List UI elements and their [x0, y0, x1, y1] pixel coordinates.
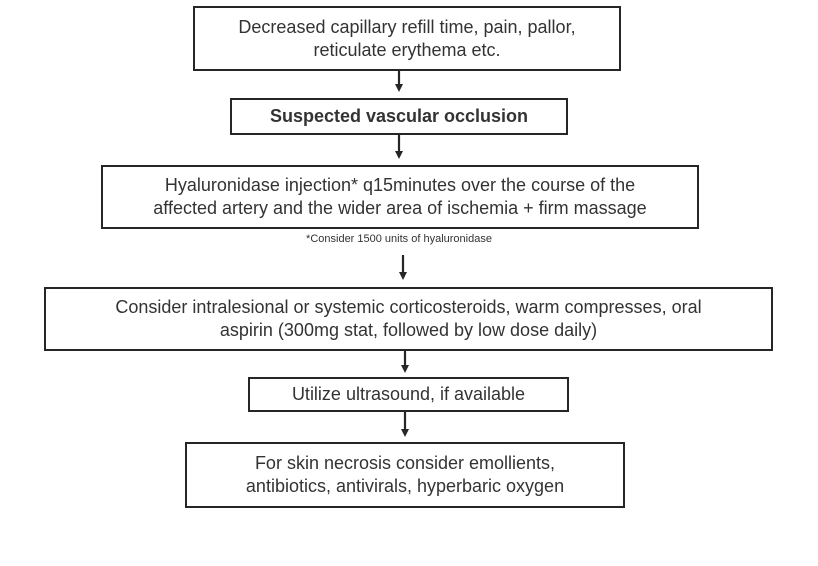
step-corticosteroids-line-1: Consider intralesional or systemic corti… [115, 297, 702, 317]
step-symptoms-line-2: reticulate erythema etc. [313, 39, 501, 60]
step-necrosis-box: For skin necrosis consider emollients, a… [185, 442, 625, 508]
step-necrosis-line-1: For skin necrosis consider emollients, [254, 453, 556, 473]
step-symptoms-box: Decreased capillary refill time, pain, p… [193, 6, 621, 71]
hyaluronidase-footnote: *Consider 1500 units of hyaluronidase [306, 233, 492, 245]
step-occlusion-box: Suspected vascular occlusion [230, 98, 568, 135]
step-corticosteroids-box: Consider intralesional or systemic corti… [44, 287, 773, 351]
step-necrosis-line-2: antibiotics, antivirals, hyperbaric oxyg… [245, 476, 565, 496]
step-hyaluronidase-line-1: Hyaluronidase injection* q15minutes over… [164, 175, 636, 195]
step-occlusion-line-1: Suspected vascular occlusion [269, 106, 529, 126]
step-symptoms-line-1: Decreased capillary refill time, pain, p… [238, 16, 576, 37]
step-corticosteroids-line-2: aspirin (300mg stat, followed by low dos… [219, 320, 598, 340]
step-ultrasound-box: Utilize ultrasound, if available [248, 377, 569, 412]
step-hyaluronidase-box: Hyaluronidase injection* q15minutes over… [101, 165, 699, 229]
step-hyaluronidase-line-2: affected artery and the wider area of is… [153, 198, 647, 218]
step-ultrasound-line-1: Utilize ultrasound, if available [291, 384, 526, 404]
